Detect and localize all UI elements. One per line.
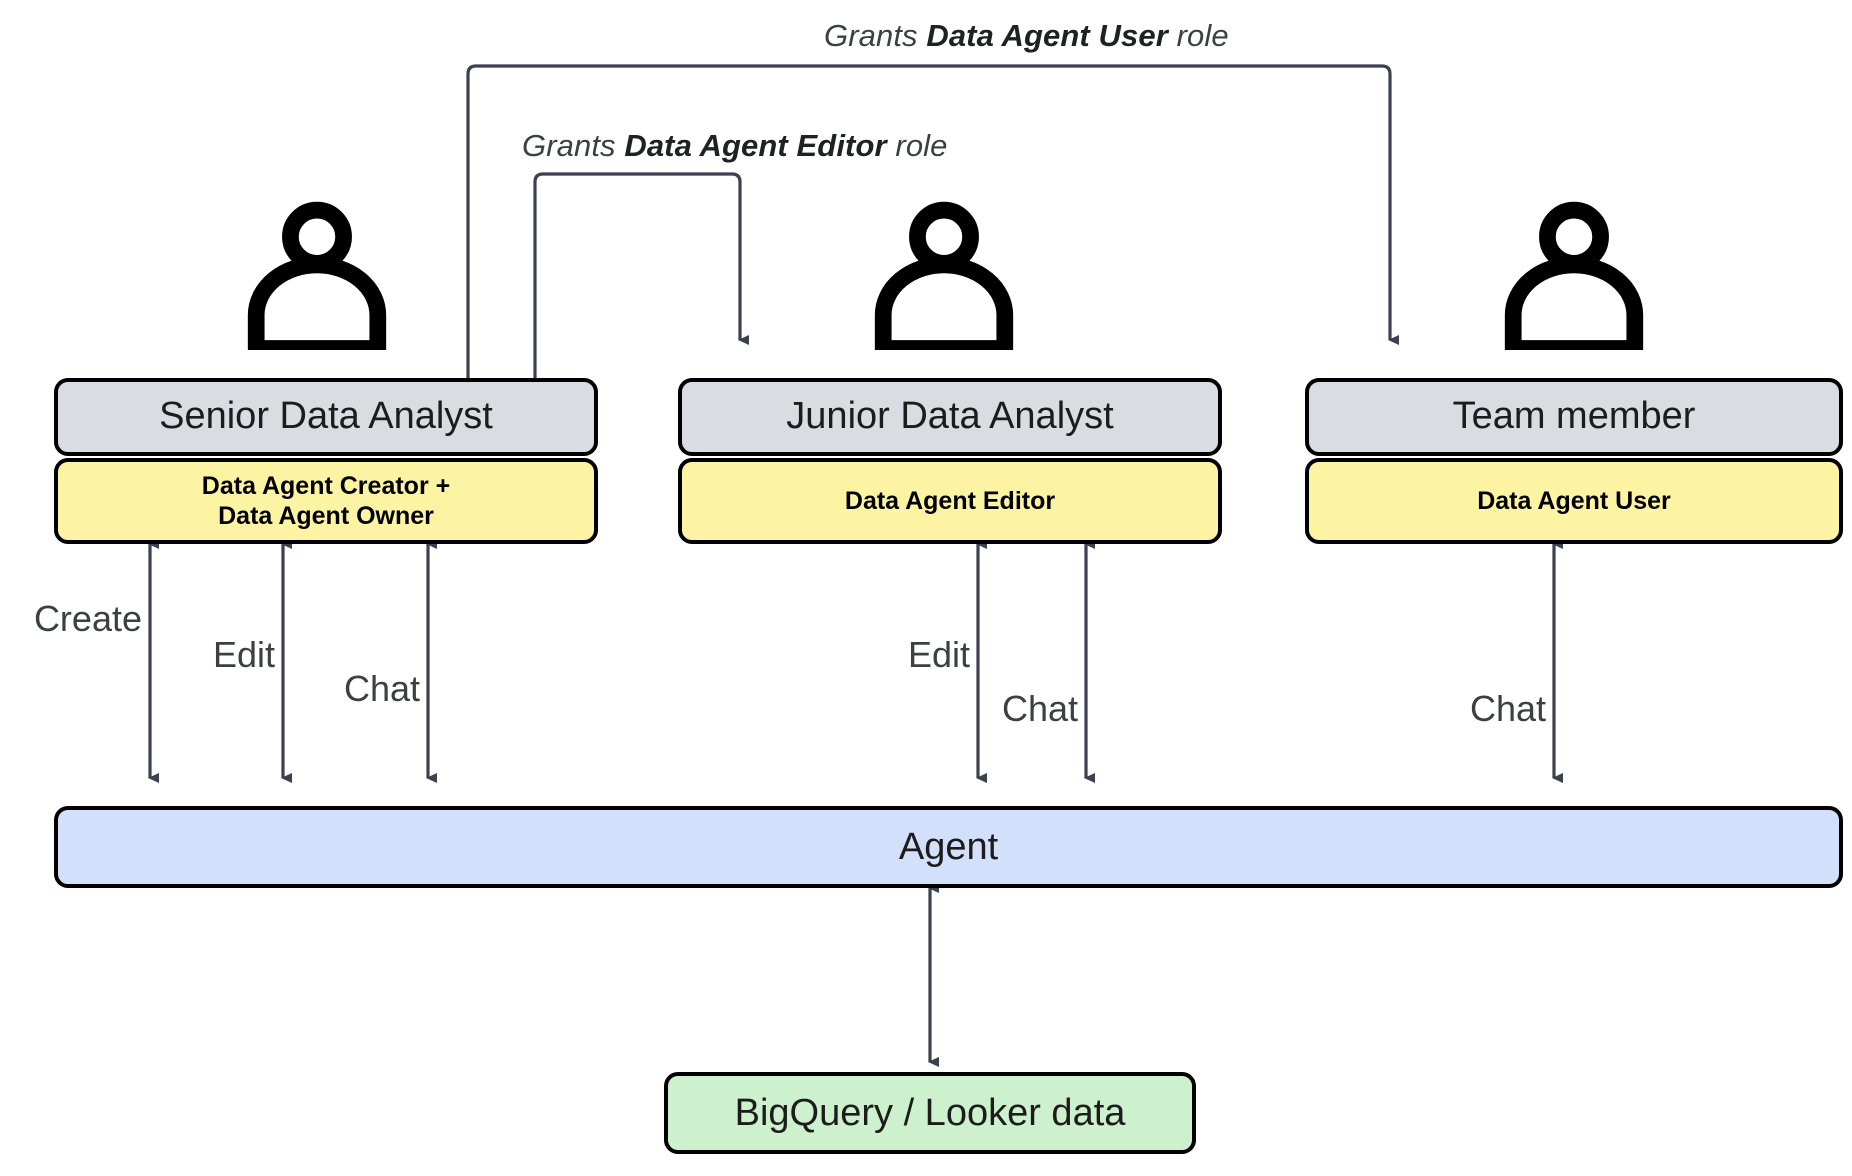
connector-grants-data-agent-editor [533,172,749,380]
data-source-label: BigQuery / Looker data [734,1091,1126,1134]
actor-permission-junior-data-analyst[interactable]: Data Agent Editor [678,458,1222,544]
flow-label-chat-junior: Chat [936,688,1078,730]
grant-suffix-text: role [886,128,948,163]
grant-prefix-text: Grants [522,128,625,163]
actor-permission-team-member[interactable]: Data Agent User [1305,458,1843,544]
actor-title-junior-data-analyst[interactable]: Junior Data Analyst [678,378,1222,456]
flow-label-text: Edit [212,634,275,675]
flow-label-edit-junior: Edit [830,634,970,676]
actor-title-senior-data-analyst[interactable]: Senior Data Analyst [54,378,598,456]
actor-title-text: Junior Data Analyst [786,395,1114,438]
grant-role-text: Data Agent User [926,18,1168,53]
permission-line-1: Data Agent Creator + [201,471,451,500]
flow-label-text: Chat [1001,688,1078,729]
person-icon [866,198,1022,357]
label-grants-data-agent-user: Grants Data Agent User role [824,18,1229,54]
grant-suffix-text: role [1167,18,1229,53]
permission-line-1: Data Agent User [1477,486,1671,515]
flow-label-text: Chat [1469,688,1546,729]
grant-prefix-text: Grants [824,18,927,53]
actor-permission-senior-data-analyst[interactable]: Data Agent Creator + Data Agent Owner [54,458,598,544]
actor-title-text: Team member [1452,395,1696,438]
flow-label-chat-senior: Chat [278,668,420,710]
flow-label-edit-senior: Edit [135,634,275,676]
actor-title-team-member[interactable]: Team member [1305,378,1843,456]
flow-label-text: Chat [343,668,420,709]
bigquery-looker-data-box[interactable]: BigQuery / Looker data [664,1072,1196,1154]
flow-label-text: Create [33,598,142,639]
label-grants-data-agent-editor: Grants Data Agent Editor role [522,128,948,164]
person-icon [1496,198,1652,357]
person-icon [239,198,395,357]
agent-bar[interactable]: Agent [54,806,1843,888]
agent-label: Agent [898,825,999,868]
permission-line-2: Data Agent Owner [218,502,434,530]
permission-line-1: Data Agent Editor [844,486,1056,515]
flow-label-chat-team: Chat [1404,688,1546,730]
actor-title-text: Senior Data Analyst [159,395,493,438]
grant-role-text: Data Agent Editor [624,128,887,163]
flow-label-text: Edit [907,634,970,675]
flow-label-create: Create [0,598,142,640]
